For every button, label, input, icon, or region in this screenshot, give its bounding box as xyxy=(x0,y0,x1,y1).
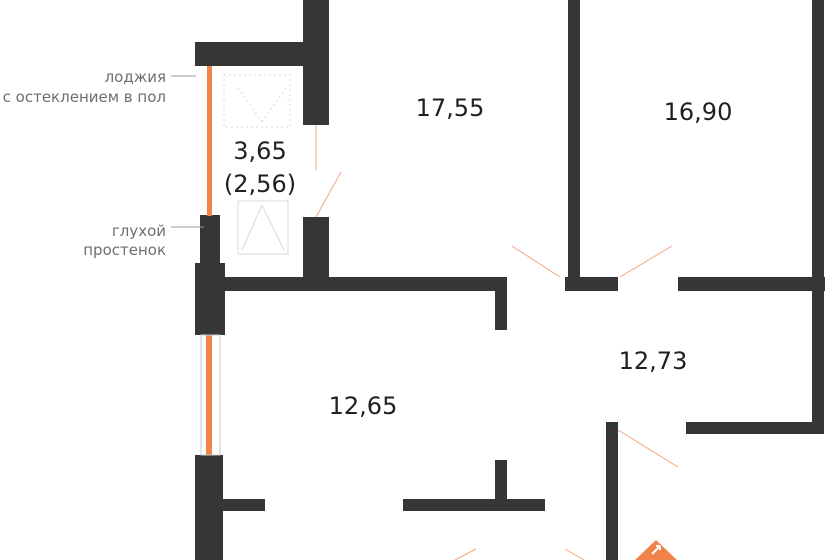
annotation-loggia-line1: лоджия xyxy=(105,68,166,86)
door-swing xyxy=(315,171,342,218)
wall xyxy=(195,42,329,66)
annotation-loggia-line2: с остеклением в пол xyxy=(3,88,166,106)
wall xyxy=(303,217,329,277)
wall xyxy=(195,455,223,560)
wall xyxy=(606,422,618,560)
glazing xyxy=(206,66,212,455)
walls xyxy=(195,0,825,560)
fixture-upper xyxy=(223,74,291,128)
fixture-upper xyxy=(237,87,263,123)
window-frame xyxy=(200,334,221,456)
entrance-marker xyxy=(651,545,661,555)
wall xyxy=(223,499,265,511)
wall xyxy=(812,0,824,291)
wall xyxy=(195,263,225,335)
wall xyxy=(565,277,618,291)
door-swing xyxy=(511,245,561,278)
wall xyxy=(678,277,825,291)
annotation-blind-wall-line2: простенок xyxy=(83,241,166,259)
door-swing xyxy=(617,429,679,468)
wall xyxy=(200,215,220,265)
room-area-label: 12,65 xyxy=(329,392,398,420)
door-swing xyxy=(454,548,477,560)
wall xyxy=(403,499,545,511)
loggia-glazing xyxy=(207,66,212,216)
room-area-label: 12,73 xyxy=(619,347,688,375)
leaders xyxy=(171,75,204,228)
loggia-area-label: 3,65 xyxy=(233,137,286,165)
wall xyxy=(195,277,507,291)
wall xyxy=(495,277,507,330)
wall xyxy=(495,460,507,511)
loggia-reduced-area-label: (2,56) xyxy=(224,170,296,198)
loggia-fixtures xyxy=(223,74,291,255)
fixture-upper xyxy=(261,87,287,123)
wall xyxy=(812,291,824,434)
door-swing xyxy=(564,548,585,560)
wall xyxy=(568,0,580,291)
wall xyxy=(686,422,824,434)
fixture-lower xyxy=(241,203,285,251)
door-swings xyxy=(315,125,679,560)
entrance-icon xyxy=(635,540,677,560)
room-area-label: 16,90 xyxy=(664,98,733,126)
room-area-label: 17,55 xyxy=(416,94,485,122)
door-swing xyxy=(619,245,673,278)
window-glazing xyxy=(206,335,212,455)
fixture-lower xyxy=(237,200,289,255)
annotation-blind-wall-line1: глухой xyxy=(112,222,166,240)
